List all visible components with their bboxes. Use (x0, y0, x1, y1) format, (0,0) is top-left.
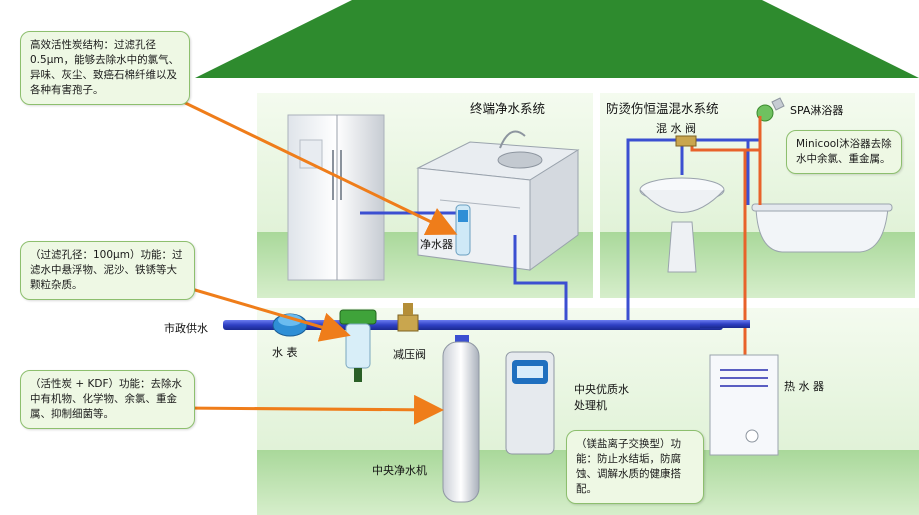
pressure-valve-label: 减压阀 (393, 348, 426, 361)
callout-prefilter: （过滤孔径：100μm）功能：过滤水中悬浮物、泥沙、铁锈等大颗粒杂质。 (20, 241, 195, 300)
callout-arrows (174, 96, 458, 425)
mixing-valve (675, 135, 697, 147)
water-heater-label: 热 水 器 (784, 380, 824, 393)
bathtub (751, 203, 893, 253)
purifier-label: 净水器 (420, 238, 453, 251)
callout-kdf: （活性炭 + KDF）功能：去除水中有机物、化学物、余氯、重金属、抑制细菌等。 (20, 370, 195, 429)
water-heater (709, 354, 779, 456)
municipal-water-label: 市政供水 (164, 322, 208, 335)
central-purifier-tank (442, 335, 480, 503)
refrigerator (287, 114, 385, 281)
mixing-valve-label: 混 水 阀 (656, 122, 696, 135)
mixing-system-title: 防烫伤恒温混水系统 (606, 101, 719, 116)
central-purifier-label: 中央净水机 (372, 464, 427, 477)
callout-minicool: Minicool沐浴器去除水中余氯、重金属。 (786, 130, 902, 174)
terminal-purifier (455, 204, 471, 256)
central-processor-label: 中央优质水 处理机 (574, 383, 629, 412)
callout-activated-carbon: 高效活性炭结构：过滤孔径0.5μm，能够去除水中的氯气、异味、灰尘、致癌石棉纤维… (20, 31, 190, 105)
callout-softener: （镁盐离子交换型）功能：防止水结垢，防腐蚀、调解水质的健康搭配。 (566, 430, 704, 504)
pressure-reducing-valve (397, 303, 419, 332)
heater-supply-pipe (700, 320, 750, 328)
house-roof (195, 0, 919, 78)
wash-basin (639, 177, 725, 273)
kitchen-sink-cabinet (416, 130, 580, 271)
terminal-system-title: 终端净水系统 (470, 101, 546, 116)
central-water-processor (505, 351, 555, 455)
spa-shower-label: SPA淋浴器 (790, 104, 844, 117)
water-meter-label: 水 表 (272, 346, 298, 359)
